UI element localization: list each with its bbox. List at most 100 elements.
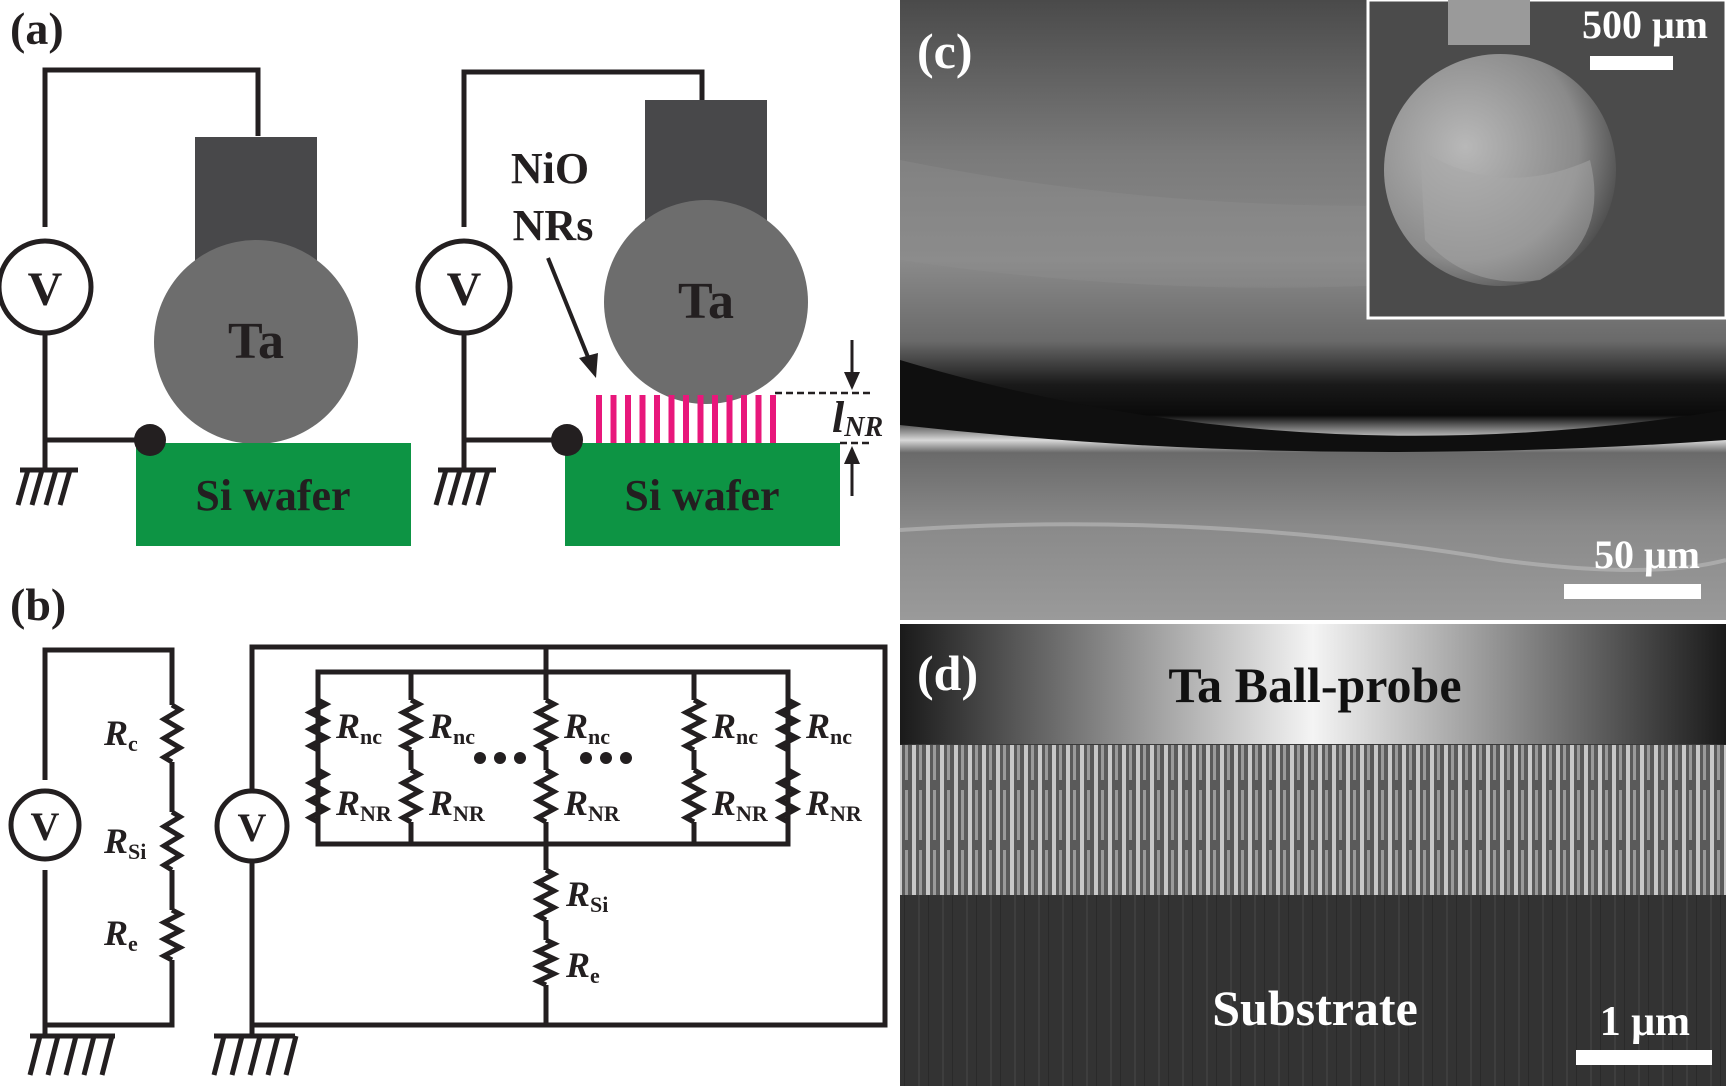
outer-wire (249, 644, 888, 1028)
nanorod (683, 395, 689, 443)
resistor-label-re: Re (565, 945, 600, 988)
series-resistors (532, 867, 560, 988)
panel-a-label: (a) (10, 3, 64, 54)
resistor-icon (774, 767, 802, 825)
ellipsis-dots (474, 752, 632, 764)
probe-label: Ta Ball-probe (1168, 657, 1461, 713)
ellipsis-dot (494, 752, 506, 764)
nanorod (712, 395, 718, 443)
resistor-icon (397, 697, 425, 753)
voltmeter-label: V (447, 263, 482, 316)
nanorod (639, 395, 646, 443)
resistor-label-re: Re (103, 913, 138, 956)
scale-bar (1576, 1050, 1712, 1065)
contact-dot (134, 424, 166, 456)
resistor-label-rnr: RNR (711, 783, 769, 826)
resistor-icon (304, 697, 332, 753)
resistor-icon (532, 767, 560, 825)
circuit-single (27, 647, 175, 1076)
resistor-icon (304, 767, 332, 825)
voltmeter (8, 788, 82, 862)
si-wafer (136, 443, 411, 546)
resistor-label-rnr: RNR (335, 783, 393, 826)
panel-c-label: (c) (917, 23, 973, 79)
panel-c-sem: (c) 500 μm 50 μm (899, 0, 1726, 620)
ta-sphere (604, 200, 808, 404)
resistor-label-rnr: RNR (805, 783, 863, 826)
wire (461, 69, 705, 227)
si-wafer-label: Si wafer (195, 471, 350, 520)
nanorod-layer (900, 745, 1726, 900)
contact-dot (551, 424, 583, 456)
voltmeter-label: V (28, 263, 63, 316)
ellipsis-dot (514, 752, 526, 764)
scale-bar (1564, 584, 1701, 599)
resistor-icon (532, 697, 560, 753)
resistor-label-rnr: RNR (428, 783, 486, 826)
nanorod-pointer-arrow (546, 257, 592, 363)
ta-sphere (154, 240, 358, 444)
nanorod (770, 395, 776, 443)
ellipsis-dot (600, 752, 612, 764)
inset-scale-bar (1590, 56, 1673, 70)
resistor-icon (532, 867, 560, 923)
nanorod (654, 395, 660, 443)
wire (42, 67, 261, 227)
thickness-label: lNR (832, 393, 883, 443)
setup-nio-nanorods (433, 69, 705, 506)
nanorod (726, 395, 733, 443)
arrow-head (844, 372, 860, 390)
voltmeter (214, 788, 290, 864)
wire (42, 647, 175, 780)
nanorod (755, 395, 762, 443)
panel-d-label: (d) (917, 645, 978, 701)
nanorod (610, 395, 617, 443)
wire (42, 330, 148, 443)
panel-d-sem: (d) Ta Ball-probe Substrate 1 μm (900, 624, 1726, 1086)
ta-label: Ta (678, 273, 734, 330)
inset-scale-label: 500 μm (1582, 2, 1708, 47)
substrate-label: Substrate (1212, 980, 1418, 1036)
resistor-label-rnc: Rnc (805, 706, 852, 749)
resistor-label-rnc: Rnc (428, 706, 475, 749)
scale-label: 1 μm (1600, 999, 1690, 1045)
resistor-label-rc: Rc (103, 713, 138, 756)
inset-texture (1420, 150, 1595, 282)
nio-nanorods (596, 395, 776, 443)
panel-b-label: (b) (10, 579, 66, 630)
scale-label: 50 μm (1594, 532, 1700, 577)
sem-texture (899, 522, 1726, 572)
nanorod (596, 395, 602, 443)
ball-contact-shadow (900, 360, 1726, 452)
resistor-label-rsi: RSi (103, 821, 146, 864)
si-wafer-label: Si wafer (624, 471, 779, 520)
si-wafer (565, 443, 840, 546)
resistor-icon (159, 702, 185, 765)
nrs-label: NRs (513, 201, 594, 250)
resistor-icon (680, 767, 708, 825)
ellipsis-dot (474, 752, 486, 764)
nanorod (741, 395, 747, 443)
wire (461, 330, 565, 443)
ground-icon (211, 1025, 299, 1076)
resistor-icon (397, 767, 425, 825)
voltmeter (415, 238, 513, 336)
resistor-stack (158, 702, 186, 963)
inset-probe-shaft (1448, 0, 1530, 45)
panel-b: (b) V Rc RSi Re V RncRNRRncRNRRncRNRRncR… (8, 579, 888, 1076)
resistor-label-rnr: RNR (563, 783, 621, 826)
nanorod (668, 395, 675, 443)
resistor-icon (774, 697, 802, 753)
setup-bare-si (15, 67, 261, 506)
voltmeter (0, 238, 94, 336)
arrow-head (844, 446, 860, 464)
nanorod (697, 395, 704, 443)
nanorod (625, 395, 631, 443)
panel-a: (a) V Ta Si wafer V Ta Si wafer (0, 3, 883, 546)
ta-ball-probe-region (900, 624, 1726, 744)
resistor-icon (532, 937, 560, 988)
ellipsis-dot (580, 752, 592, 764)
resistor-icon (159, 809, 185, 873)
